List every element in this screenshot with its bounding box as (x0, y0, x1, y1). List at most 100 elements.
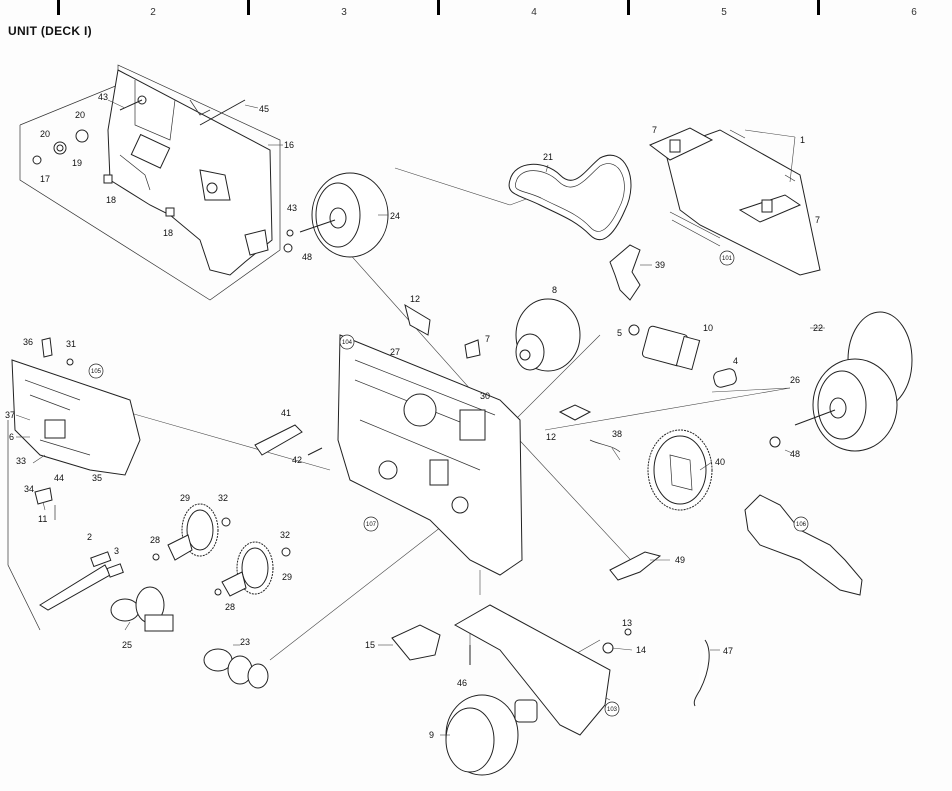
leader-1 (789, 136, 796, 183)
bracket-slot (134, 80, 211, 141)
callout-9: 9 (429, 730, 434, 740)
grid-column-label: 3 (341, 7, 347, 18)
callout-20b: 20 (40, 129, 50, 139)
washer-32b (281, 547, 291, 557)
callout-15: 15 (365, 640, 375, 650)
grid-column-label: 2 (150, 7, 156, 18)
clip-12b (558, 404, 592, 421)
flat-cable (669, 211, 721, 247)
callout-29a: 29 (180, 493, 190, 503)
gear-29b-body (241, 547, 269, 589)
ref-marker-103 (604, 701, 620, 717)
ref-marker-104 (339, 334, 355, 350)
flywheel-24-hub (329, 207, 347, 229)
long-screw-45 (199, 99, 246, 126)
solenoid-alignment-line (509, 334, 601, 426)
left-mechanism-detail (24, 379, 91, 456)
leader-11 (42, 501, 46, 511)
switch-board-assembly (649, 127, 821, 276)
callout-6: 6 (9, 432, 14, 442)
leaf-switch-7a (669, 139, 681, 153)
leader-14 (611, 647, 633, 651)
motor-bracket-103 (453, 604, 611, 736)
bracket-foot (244, 229, 269, 256)
lever-49 (609, 551, 662, 581)
callout-34: 34 (24, 484, 34, 494)
flywheel-alignment-line (544, 387, 791, 431)
ring-17 (32, 155, 42, 165)
callout-21: 21 (543, 152, 553, 162)
ref-label-105: 105 (91, 369, 102, 375)
callout-11: 11 (38, 514, 47, 524)
belt-guide-line (394, 167, 511, 206)
solenoid-10 (628, 324, 701, 371)
spring-47 (693, 639, 710, 707)
side-bracket-plate (107, 69, 273, 276)
bracket-cutout (130, 133, 171, 169)
flywheel-alignment-line (711, 387, 791, 393)
callout-7b: 7 (815, 215, 820, 225)
ref-marker-105 (88, 363, 104, 379)
spring-7c (464, 339, 481, 359)
side-plate-106 (744, 494, 863, 596)
grid-column-label: 4 (531, 7, 537, 18)
ref-marker-107 (363, 516, 379, 532)
solenoid-10-frame (675, 335, 701, 371)
reel-gear-29b (214, 541, 291, 597)
washer-20a (75, 129, 89, 143)
reel-gear-29a (152, 503, 231, 561)
leader-48b (784, 449, 793, 454)
flywheel-26-hub (829, 397, 847, 419)
screw-43b (286, 229, 294, 237)
callout-24: 24 (390, 211, 400, 221)
callout-3: 3 (114, 546, 119, 556)
bracket-edge (119, 154, 151, 191)
callout-36: 36 (23, 337, 33, 347)
callout-5: 5 (617, 328, 622, 338)
leader-38 (611, 447, 621, 461)
side-bracket-assembly (32, 69, 294, 276)
callout-22: 22 (813, 323, 823, 333)
clip-12a (404, 303, 431, 336)
reference-markers: 101 103 104 105 106 107 (88, 250, 809, 717)
drive-belt-21-inner (514, 163, 625, 232)
spring-36 (41, 337, 53, 358)
gear-40-body (653, 435, 707, 505)
callout-48b: 48 (790, 449, 800, 459)
callout-30: 30 (480, 391, 490, 401)
callout-2: 2 (87, 532, 92, 542)
motor-8-face (515, 333, 545, 371)
callout-43a: 43 (98, 92, 108, 102)
callout-32b: 32 (280, 530, 290, 540)
pinch-roller-23 (203, 648, 269, 689)
callout-26: 26 (790, 375, 800, 385)
motor-9-pulley (514, 699, 538, 723)
callout-42: 42 (292, 455, 302, 465)
screw-42 (307, 447, 323, 456)
ref-marker-106 (793, 516, 809, 532)
callout-45: 45 (259, 104, 269, 114)
callout-19: 19 (72, 158, 82, 168)
leader-33 (32, 454, 46, 464)
leader-45 (244, 104, 259, 109)
left-mechanism-block (44, 419, 66, 439)
side-assembly-line (119, 409, 331, 471)
washer-48a (283, 243, 293, 253)
head-unit-15 (391, 624, 441, 661)
left-mechanism-plate (11, 359, 141, 476)
leader-1 (744, 129, 796, 138)
gear-29b-shaft (221, 571, 247, 597)
callout-18b: 18 (163, 228, 173, 238)
washer-28b (214, 588, 222, 596)
callout-46: 46 (457, 678, 467, 688)
callout-16: 16 (284, 140, 294, 150)
flywheel-26-shaft (794, 409, 836, 426)
callout-4: 4 (733, 356, 738, 366)
motor-8 (515, 298, 581, 372)
ref-label-103: 103 (607, 707, 618, 713)
chassis-frame (337, 334, 523, 576)
leader-37 (15, 414, 31, 421)
cam-gear-40 (647, 429, 713, 511)
lever-alignment-line (509, 429, 641, 571)
connector-3 (106, 563, 124, 578)
